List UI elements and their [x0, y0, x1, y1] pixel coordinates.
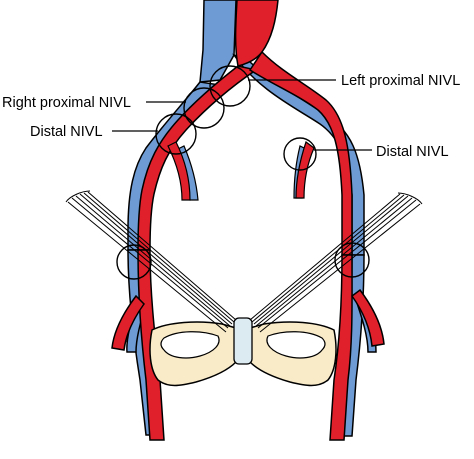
- left-common-iliac-artery: [248, 50, 353, 256]
- left-inguinal-ligament-fan: [249, 192, 423, 333]
- pubic-symphysis: [233, 317, 253, 365]
- right-inguinal-nivl-circle: [116, 244, 152, 280]
- nivl-markers: [116, 65, 370, 280]
- label-left-distal-nivl: Distal NIVL: [376, 144, 449, 160]
- left-obturator-foramen: [266, 331, 326, 359]
- label-left-proximal-nivl: Left proximal NIVL: [341, 73, 460, 89]
- right-obturator-foramen: [160, 331, 220, 359]
- left-proximal-nivl-circle: [209, 65, 251, 107]
- pelvis: [149, 317, 337, 387]
- right-hypogastric-artery-stub: [167, 141, 191, 201]
- left-distal-nivl-circle: [283, 137, 317, 171]
- right-internal-iliac-artery: [111, 294, 145, 351]
- label-right-proximal-nivl: Right proximal NIVL: [2, 95, 131, 111]
- leader-lines: [112, 79, 372, 151]
- aorta: [234, 0, 279, 67]
- right-distal-nivl-circle: [155, 113, 197, 155]
- arterial-system: [111, 0, 385, 441]
- right-proximal-nivl-circle: [183, 87, 225, 129]
- left-hypogastric-artery-stub: [295, 141, 315, 199]
- left-inguinal-nivl-circle: [334, 242, 370, 278]
- label-right-distal-nivl: Distal NIVL: [30, 124, 103, 140]
- right-inguinal-ligament-fan: [65, 190, 237, 333]
- left-external-iliac-artery: [329, 254, 353, 441]
- left-internal-iliac-artery: [350, 288, 385, 347]
